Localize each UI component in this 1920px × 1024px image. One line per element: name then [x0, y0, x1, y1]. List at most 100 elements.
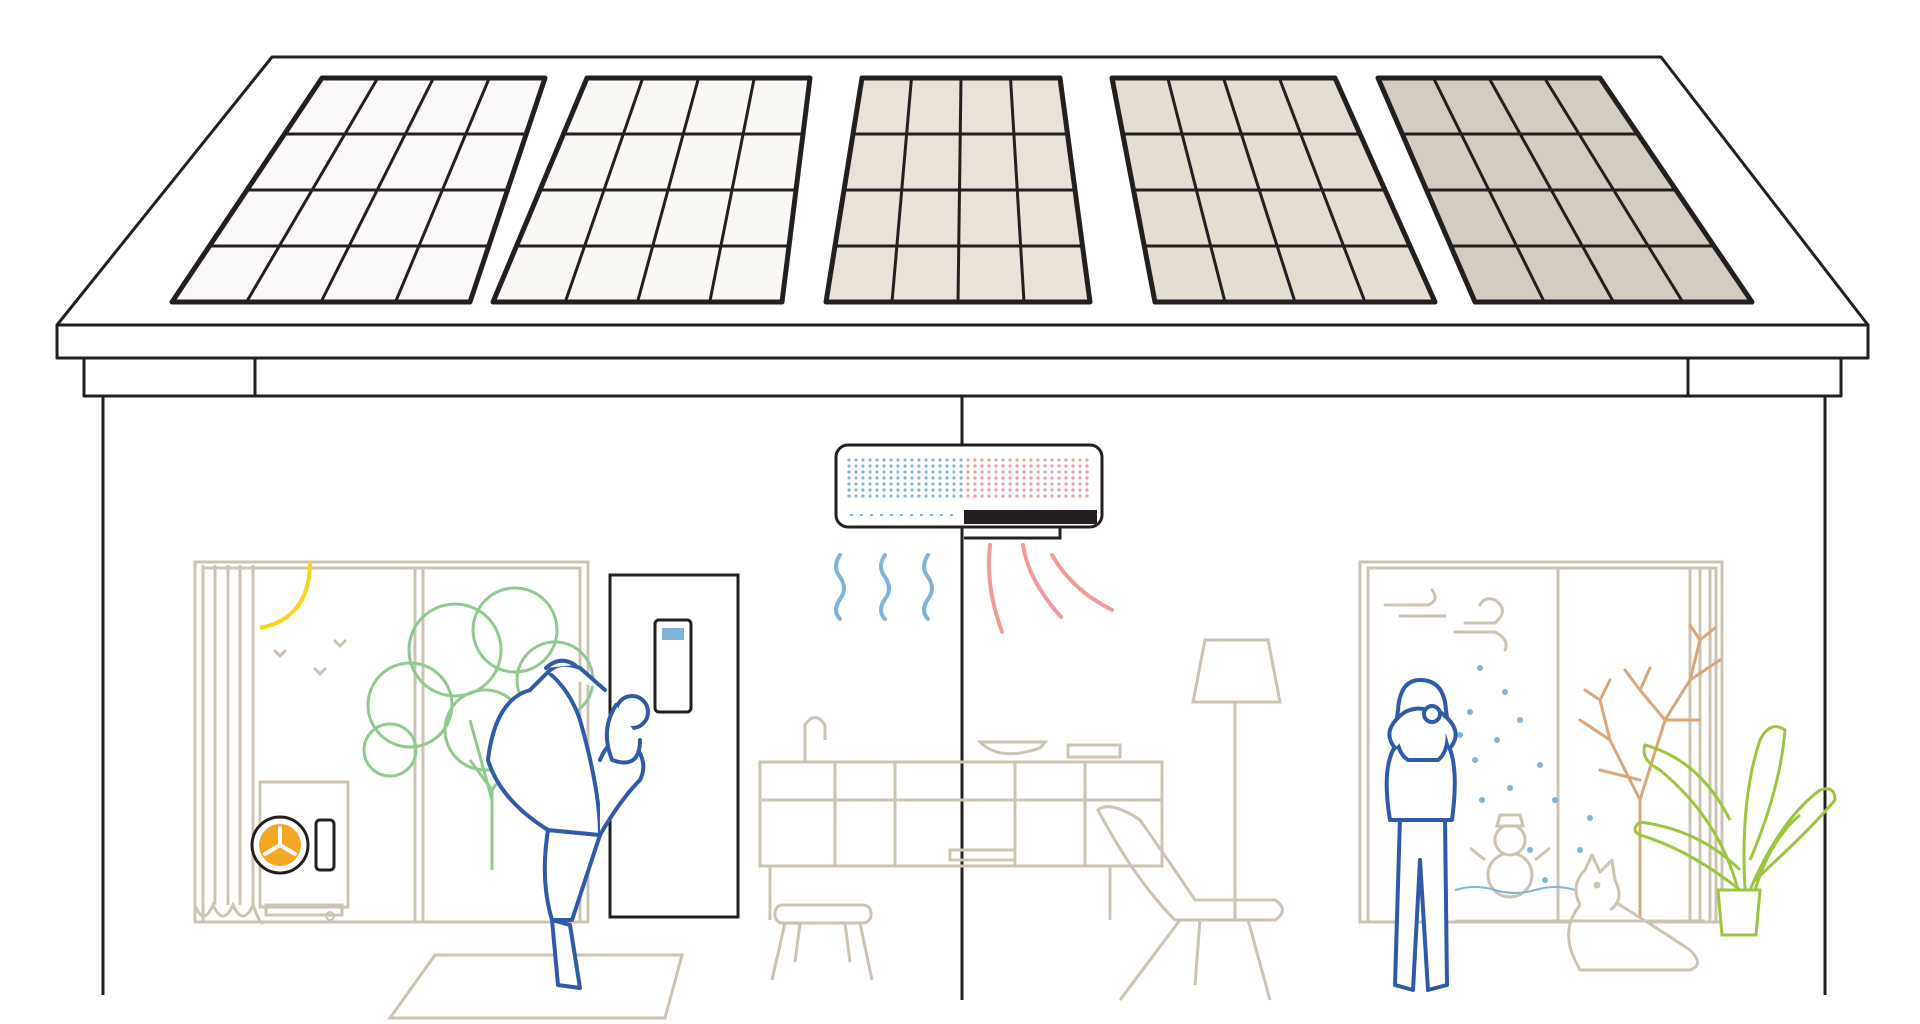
cool-vent-dot	[924, 482, 928, 486]
warm-vent-dot	[1050, 458, 1054, 462]
cool-vent-dot	[882, 476, 886, 480]
warm-vent-dot	[1001, 488, 1005, 492]
cool-vent-dot	[854, 464, 858, 468]
warm-vent-dot	[987, 470, 991, 474]
warm-vent-dot	[1015, 476, 1019, 480]
warm-vent-dot	[1036, 458, 1040, 462]
cool-vent-dot	[931, 464, 935, 468]
warm-vent-dot	[1029, 470, 1033, 474]
yoga-mat	[387, 953, 684, 1020]
warm-vent-dot	[1036, 470, 1040, 474]
cool-vent-dot	[931, 476, 935, 480]
warm-vent-dot	[1085, 458, 1089, 462]
warm-vent-dot	[987, 476, 991, 480]
warm-vent-dot	[1050, 488, 1054, 492]
warm-vent-dot	[1085, 488, 1089, 492]
cool-vent-dot	[861, 494, 865, 498]
warm-vent-dot	[1057, 494, 1061, 498]
snowman-icon	[1454, 813, 1576, 899]
cool-vent-dot	[875, 476, 879, 480]
cool-vent-dot	[854, 494, 858, 498]
warm-vent-dot	[1022, 494, 1026, 498]
warm-vent-dot	[1071, 488, 1075, 492]
heat-pump-icon	[250, 780, 350, 921]
cool-vent-dot	[917, 458, 921, 462]
cool-vent-dot	[896, 458, 900, 462]
warm-vent-dot	[1008, 494, 1012, 498]
warm-vent-dot	[980, 482, 984, 486]
roof-fascia	[55, 323, 1870, 360]
cool-vent-dot	[854, 482, 858, 486]
warm-vent-dot	[1022, 458, 1026, 462]
lounge-chair-icon	[1096, 805, 1284, 1001]
cool-vent-dot	[889, 494, 893, 498]
warm-vent-dot	[1057, 482, 1061, 486]
cool-vent-dot	[854, 458, 858, 462]
warm-vent-dot	[1085, 476, 1089, 480]
warm-vent-dot	[994, 476, 998, 480]
potted-plant-icon	[1633, 725, 1837, 937]
warm-vent-dot	[1085, 494, 1089, 498]
snowflake	[1527, 847, 1533, 853]
warm-vent-dot	[1043, 458, 1047, 462]
cool-vent-dot	[945, 458, 949, 462]
cool-vent-dot	[952, 458, 956, 462]
warm-vent-dot	[1008, 458, 1012, 462]
warm-vent-dot	[1078, 488, 1082, 492]
warm-vent-dot	[1029, 458, 1033, 462]
warm-vent-dot	[1085, 482, 1089, 486]
cool-vent-dot	[917, 494, 921, 498]
cool-vent-dot	[889, 470, 893, 474]
wind-icon	[1383, 588, 1508, 652]
warm-vent-dot	[1001, 494, 1005, 498]
cool-vent-dot	[931, 488, 935, 492]
cool-vent-dot	[910, 482, 914, 486]
cool-vent-dot	[903, 482, 907, 486]
warm-vent-dot	[1071, 464, 1075, 468]
cool-vent-dot	[959, 482, 963, 486]
cool-vent-dot	[868, 494, 872, 498]
dog-icon	[1567, 853, 1699, 972]
cool-vent-dot	[861, 482, 865, 486]
warm-vent-dot	[1071, 470, 1075, 474]
cool-vent-dot	[959, 464, 963, 468]
warm-vent-dot	[966, 476, 970, 480]
cool-vent-dot	[910, 494, 914, 498]
warm-vent-dot	[1029, 464, 1033, 468]
cool-vent-dot	[882, 482, 886, 486]
cool-vent-dot	[889, 488, 893, 492]
warm-vent-dot	[973, 476, 977, 480]
cool-vent-dot	[868, 458, 872, 462]
cool-vent-dot	[896, 470, 900, 474]
cool-vent-dot	[896, 476, 900, 480]
warm-vent-dot	[1043, 470, 1047, 474]
warm-vent-dot	[1029, 494, 1033, 498]
warm-vent-dot	[980, 470, 984, 474]
cool-vent-dot	[868, 488, 872, 492]
warm-vent-dot	[966, 482, 970, 486]
cool-vent-dot	[903, 470, 907, 474]
warm-vent-dot	[1036, 494, 1040, 498]
ac-vent-dots	[847, 458, 1089, 498]
warm-vent-dot	[1043, 494, 1047, 498]
bare-tree-icon	[1578, 623, 1722, 922]
floor-lamp-icon	[1191, 638, 1282, 922]
cool-vent-dot	[917, 464, 921, 468]
air-conditioner-unit	[834, 443, 1104, 540]
solar-panel-2	[490, 75, 813, 305]
warm-vent-dot	[1015, 470, 1019, 474]
warm-vent-dot	[966, 458, 970, 462]
warm-vent-dot	[1029, 476, 1033, 480]
warm-vent-dot	[1029, 482, 1033, 486]
snowflake	[1552, 797, 1558, 803]
warm-vent-dot	[1008, 464, 1012, 468]
warm-vent-dot	[1015, 494, 1019, 498]
cool-vent-dot	[903, 458, 907, 462]
warm-vent-dot	[973, 482, 977, 486]
snowflake	[1457, 732, 1463, 738]
cool-vent-dot	[917, 482, 921, 486]
cool-vent-dot	[945, 476, 949, 480]
cool-vent-dot	[945, 470, 949, 474]
cool-vent-dot	[924, 494, 928, 498]
